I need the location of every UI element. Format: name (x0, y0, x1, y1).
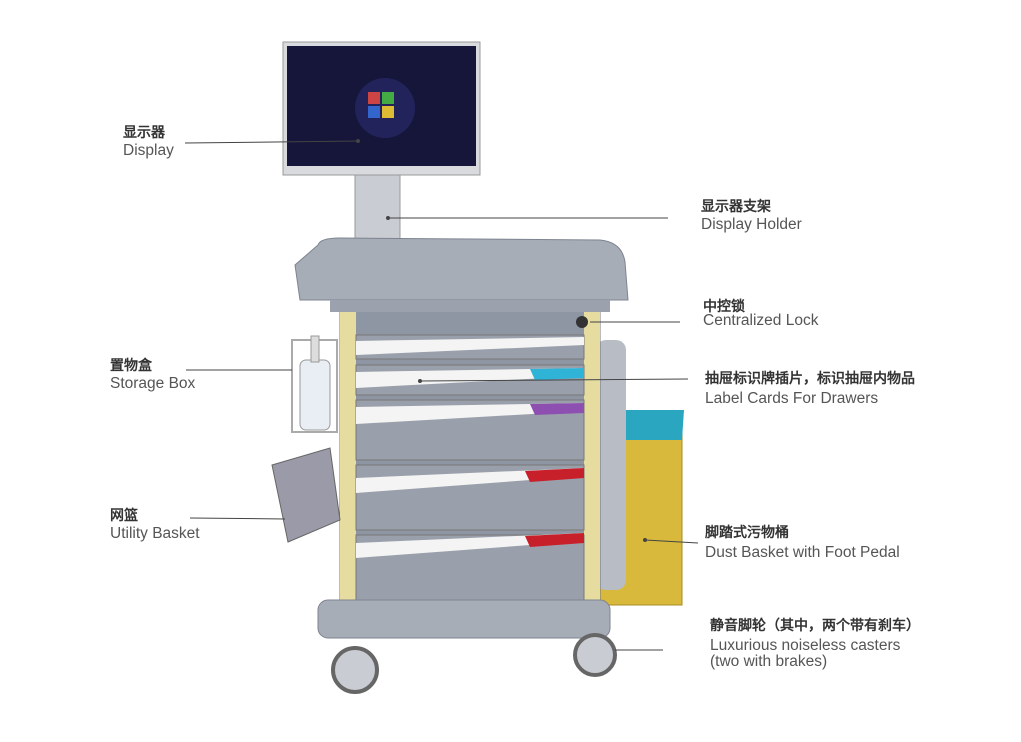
callout-storage-box: 置物盒 Storage Box (110, 358, 195, 392)
callout-zh: 显示器 (123, 125, 165, 141)
callout-en: Storage Box (110, 375, 196, 392)
storage-box (291, 335, 338, 433)
callout-label-cards: 抽屉标识牌插片，标识抽屉内物品 Label Cards For Drawers (705, 370, 915, 408)
drawers (355, 334, 585, 614)
centralized-lock (576, 316, 588, 328)
display (282, 41, 481, 176)
callout-en: Display (123, 142, 174, 159)
callout-en: Label Cards For Drawers (705, 390, 879, 407)
utility-basket (271, 447, 341, 543)
callout-centralized-lock: 中控锁 Centralized Lock (703, 300, 818, 328)
callout-zh: 显示器支架 (701, 199, 771, 215)
callout-utility-basket: 网篮 Utility Basket (110, 508, 200, 542)
callout-zh: 抽屉标识牌插片，标识抽屉内物品 (705, 371, 915, 387)
callout-display: 显示器 Display (123, 125, 174, 159)
casters (331, 633, 617, 694)
callout-zh: 置物盒 (110, 358, 152, 374)
callout-zh: 脚踏式污物桶 (705, 525, 789, 541)
callout-zh: 网篮 (110, 508, 138, 524)
callout-dust-basket: 脚踏式污物桶 Dust Basket with Foot Pedal (705, 524, 900, 562)
display-holder (354, 174, 401, 251)
dust-basket (596, 340, 684, 606)
callout-en: Dust Basket with Foot Pedal (705, 544, 900, 561)
callout-display-holder: 显示器支架 Display Holder (701, 199, 802, 233)
callout-en: Luxurious noiseless casters (710, 637, 901, 654)
leader-lines (184, 140, 699, 651)
callout-en: Centralized Lock (703, 312, 819, 329)
callout-en-line2: (two with brakes) (710, 653, 828, 670)
callout-zh: 静音脚轮（其中，两个带有刹车） (710, 618, 920, 634)
callout-en: Utility Basket (110, 525, 200, 542)
callout-en: Display Holder (701, 216, 802, 233)
callout-zh: 中控锁 (703, 299, 745, 315)
top-tray (294, 237, 629, 301)
callout-casters: 静音脚轮（其中，两个带有刹车） Luxurious noiseless cast… (710, 618, 920, 670)
